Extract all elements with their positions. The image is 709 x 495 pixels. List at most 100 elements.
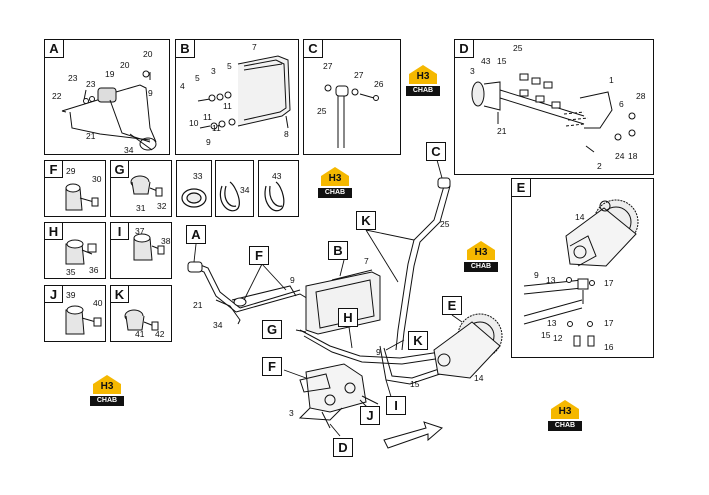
callout-h: H (338, 308, 358, 327)
logo-mark: H3 (100, 381, 114, 392)
part-number: 29 (66, 166, 76, 176)
part-number: 9 (376, 347, 381, 357)
callout-f-lower: F (262, 357, 282, 376)
part-number: 5 (195, 73, 200, 83)
panel-b-label: B (175, 39, 195, 58)
part-number: 17 (604, 318, 614, 328)
logo-mark: H3 (558, 406, 572, 417)
callout-e: E (442, 296, 462, 315)
part-number: 9 (206, 137, 211, 147)
watermark-logo: H3 CHAB (318, 166, 352, 200)
part-number: 20 (120, 60, 130, 70)
part-number: 43 (272, 171, 282, 181)
panel-d-label: D (454, 39, 474, 58)
callout-f-upper: F (249, 246, 269, 265)
callout-g: G (262, 320, 282, 339)
panel-c-label: C (303, 39, 323, 58)
part-number: 11 (203, 112, 212, 122)
part-number: 31 (136, 203, 146, 213)
part-number: 13 (546, 275, 556, 285)
part-number: 21 (497, 126, 507, 136)
logo-text: CHAB (464, 262, 498, 272)
part-number: 33 (193, 171, 203, 181)
part-number: 24 (615, 151, 625, 161)
part-number: 25 (513, 43, 523, 53)
part-number: 14 (474, 373, 484, 383)
watermark-logo: H3 CHAB (406, 64, 440, 98)
panel-clamp-43 (258, 160, 299, 217)
part-number: 28 (636, 91, 646, 101)
panel-e-label: E (511, 178, 531, 197)
part-number: 15 (497, 56, 507, 66)
callout-i: I (386, 396, 406, 415)
part-number: 17 (604, 278, 614, 288)
part-number: 25 (440, 219, 450, 229)
part-number: 16 (604, 342, 614, 352)
panel-g-label: G (110, 160, 129, 178)
part-number: 40 (93, 298, 103, 308)
part-number: 42 (155, 329, 165, 339)
part-number: 2 (597, 161, 602, 171)
part-number: 27 (354, 70, 364, 80)
panel-k-label: K (110, 285, 129, 303)
part-number: 9 (290, 275, 295, 285)
part-number: 6 (619, 99, 624, 109)
watermark-logo: H3 CHAB (464, 240, 498, 274)
part-number: 25 (317, 106, 327, 116)
part-number: 14 (575, 212, 585, 222)
part-number: 18 (628, 151, 638, 161)
part-number: 10 (189, 118, 199, 128)
part-number: 34 (213, 320, 223, 330)
part-number: 34 (124, 145, 134, 155)
callout-k-lower: K (408, 331, 428, 350)
callout-d: D (333, 438, 353, 457)
part-number: 27 (323, 61, 333, 71)
logo-text: CHAB (548, 421, 582, 431)
logo-text: CHAB (406, 86, 440, 96)
panel-j-label: J (44, 285, 63, 303)
panel-f-label: F (44, 160, 63, 178)
part-number: 20 (143, 49, 153, 59)
panel-c (303, 39, 401, 155)
logo-mark: H3 (474, 247, 488, 258)
part-number: 21 (86, 131, 96, 141)
part-number: 8 (284, 129, 289, 139)
logo-mark: H3 (328, 173, 342, 184)
part-number: 43 (481, 56, 491, 66)
part-number: 11 (212, 123, 221, 133)
part-number: 37 (135, 226, 145, 236)
part-number: 4 (180, 81, 185, 91)
part-number: 35 (66, 267, 76, 277)
part-number: 23 (86, 79, 96, 89)
logo-mark: H3 (416, 71, 430, 82)
watermark-logo: H3 CHAB (90, 374, 124, 408)
part-number: 12 (553, 333, 563, 343)
part-number: 22 (52, 91, 62, 101)
logo-text: CHAB (318, 188, 352, 198)
part-number: 9 (534, 270, 539, 280)
logo-text: CHAB (90, 396, 124, 406)
part-number: 11 (223, 101, 232, 111)
panel-i-label: I (110, 222, 129, 240)
callout-b: B (328, 241, 348, 260)
part-number: 36 (89, 265, 99, 275)
watermark-logo: H3 CHAB (548, 399, 582, 433)
part-number: 41 (135, 329, 145, 339)
callout-k-upper: K (356, 211, 376, 230)
part-number: 26 (374, 79, 384, 89)
part-number: 3 (470, 66, 475, 76)
callout-c: C (426, 142, 446, 161)
part-number: 30 (92, 174, 102, 184)
part-number: 32 (157, 201, 167, 211)
part-number: 7 (252, 42, 257, 52)
callout-a: A (186, 225, 206, 244)
part-number: 1 (609, 75, 614, 85)
part-number: 15 (541, 330, 551, 340)
part-number: 38 (161, 236, 171, 246)
